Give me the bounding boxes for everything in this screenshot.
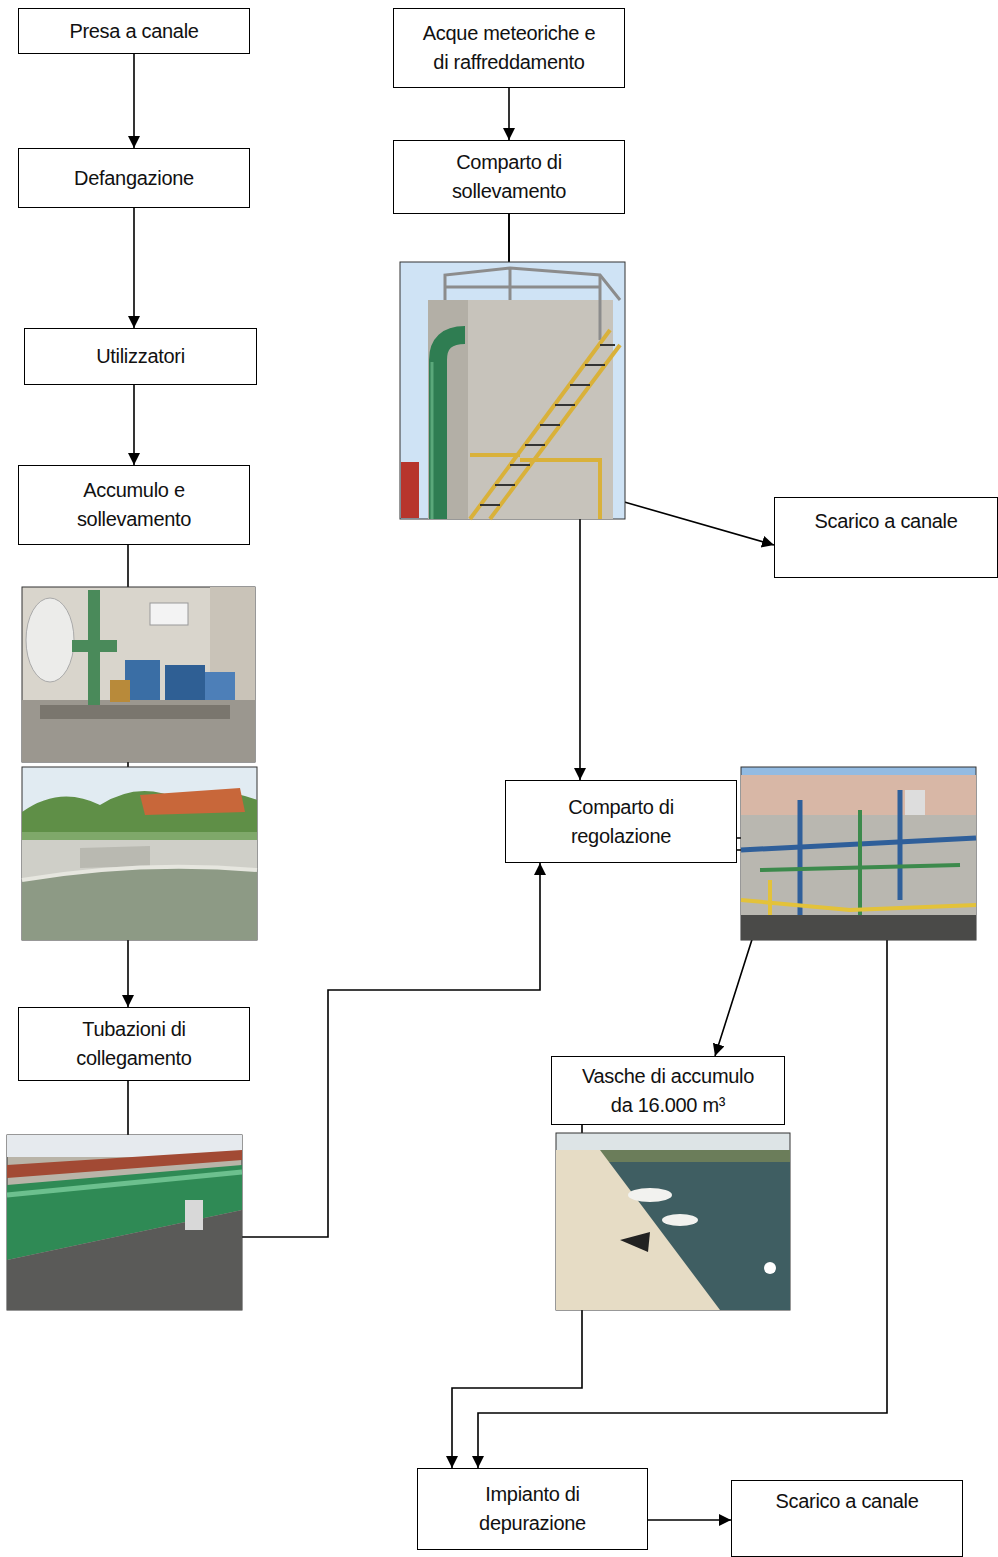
photo-illustration (7, 1135, 242, 1310)
flow-arrow (133, 208, 135, 328)
flow-arrow (648, 1519, 731, 1521)
process-box: Scarico a canale (774, 497, 998, 578)
process-box: Comparto di sollevamento (393, 140, 625, 214)
process-box: Impianto di depurazione (417, 1468, 648, 1550)
box-label: Scarico a canale (775, 1487, 918, 1516)
process-box: Vasche di accumulo da 16.000 m³ (551, 1056, 785, 1125)
photo-illustration (400, 262, 625, 519)
box-label: Impianto di depurazione (433, 1480, 633, 1538)
process-box: Acque meteoriche e di raffreddamento (393, 8, 625, 88)
process-box: Tubazioni di collegamento (18, 1007, 250, 1081)
box-label: Vasche di accumulo da 16.000 m³ (570, 1062, 766, 1120)
box-label: Acque meteoriche e di raffreddamento (414, 19, 604, 77)
process-box: Utilizzatori (24, 328, 257, 385)
box-label: Comparto di sollevamento (409, 148, 609, 206)
box-label: Presa a canale (69, 17, 198, 46)
box-label: Utilizzatori (96, 342, 185, 371)
process-box: Accumulo e sollevamento (18, 465, 250, 545)
box-label: Accumulo e sollevamento (59, 476, 209, 534)
process-box: Scarico a canale (731, 1480, 963, 1557)
flow-arrow (508, 88, 510, 140)
process-box: Comparto di regolazione (505, 780, 737, 863)
photo-illustration (741, 767, 976, 940)
flow-arrow (133, 54, 135, 148)
process-box: Defangazione (18, 148, 250, 208)
photo-illustration (22, 767, 257, 940)
box-label: Defangazione (74, 164, 194, 193)
process-box: Presa a canale (18, 8, 250, 54)
box-label: Scarico a canale (814, 507, 957, 536)
box-label: Tubazioni di collegamento (34, 1015, 234, 1073)
photo-illustration (22, 587, 255, 762)
box-label: Comparto di regolazione (521, 793, 721, 851)
flow-arrow (133, 385, 135, 465)
photo-illustration (556, 1133, 790, 1310)
